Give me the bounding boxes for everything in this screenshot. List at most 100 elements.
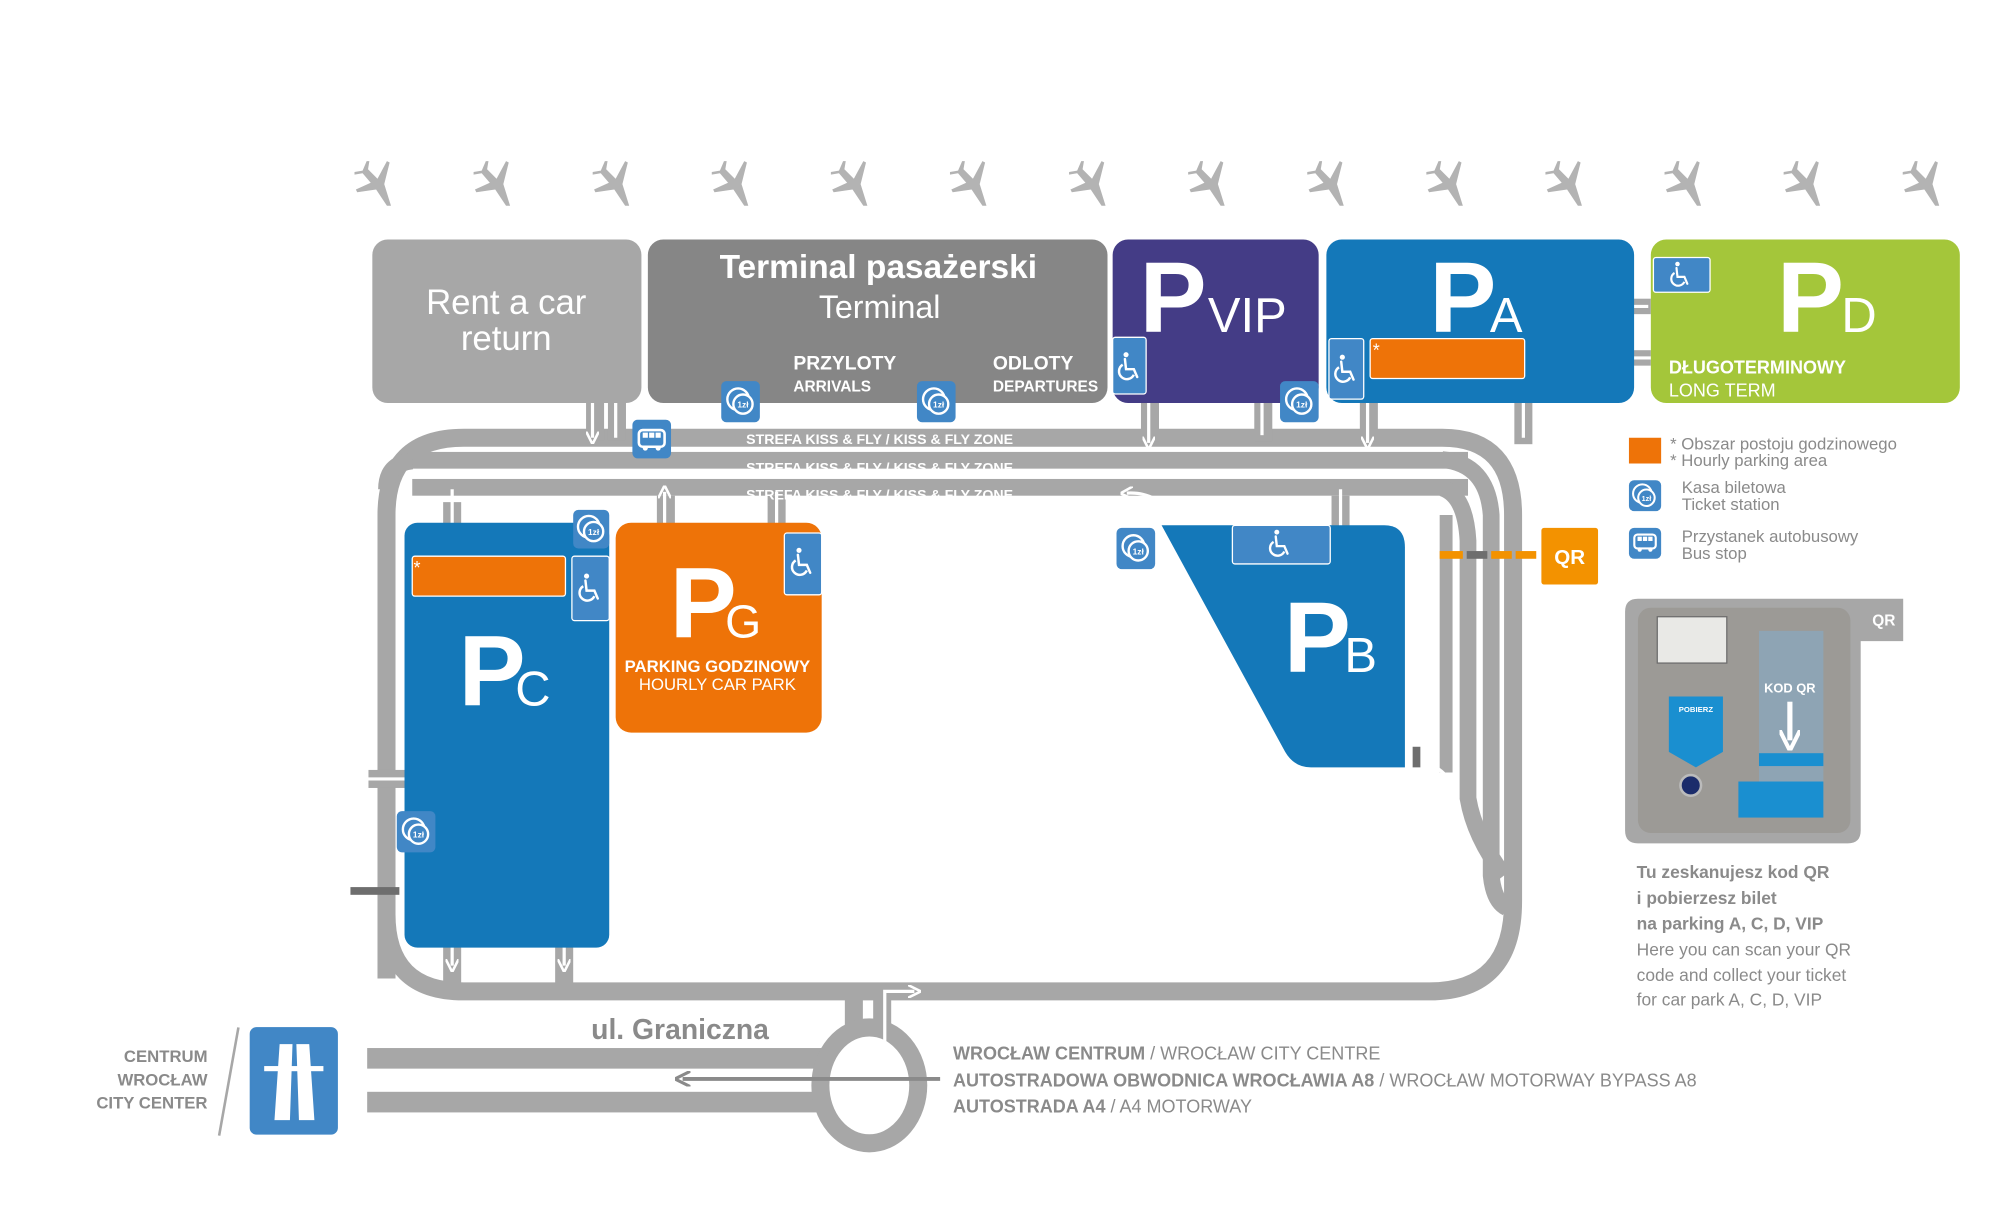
- airplane-icon: [1069, 161, 1106, 206]
- airplane-icon: [1902, 161, 1940, 206]
- legend-hourly-pl: * Obszar postoju godzinowego: [1670, 434, 1897, 453]
- wheelchair-icon: [571, 555, 610, 622]
- airplane-icon: [830, 161, 868, 206]
- airplane-row: [354, 161, 1940, 206]
- direction-line: AUTOSTRADOWA OBWODNICA WROCŁAWIA A8 / WR…: [953, 1071, 1697, 1091]
- airplane-icon: [1783, 161, 1821, 206]
- parking-b-sub: B: [1344, 629, 1377, 683]
- parking-a[interactable]: P A *: [1326, 239, 1635, 403]
- parking-d-label-pl: DŁUGOTERMINOWY: [1669, 357, 1846, 377]
- hourly-area-marker: *: [1373, 341, 1380, 361]
- ticket-station-icon: [1628, 480, 1662, 512]
- legend-hourly-swatch: [1628, 437, 1662, 464]
- kiss-fly-label-3: STREFA KISS & FLY / KISS & FLY ZONE: [746, 488, 1013, 504]
- qr-desc-line: for car park A, C, D, VIP: [1637, 990, 1822, 1010]
- rent-a-car-line1: Rent a car: [426, 284, 586, 322]
- qr-desc-line: Tu zeskanujesz kod QR: [1637, 862, 1830, 882]
- ticket-stations: [396, 381, 1319, 853]
- street-name: ul. Graniczna: [591, 1014, 769, 1046]
- airplane-icon: [1545, 161, 1582, 206]
- kod-qr-label: KOD QR: [1764, 681, 1816, 696]
- kiss-fly-label-2: STREFA KISS & FLY / KISS & FLY ZONE: [746, 461, 1013, 477]
- kiss-fly-label-1: STREFA KISS & FLY / KISS & FLY ZONE: [746, 432, 1013, 448]
- departures-pl: ODLOTY: [993, 354, 1074, 375]
- arrivals-en: ARRIVALS: [793, 378, 871, 395]
- airplane-icon: [473, 161, 511, 206]
- qr-machine-panel: QR KOD QR POBIERZ: [1625, 598, 1904, 844]
- ticket-station-icon: [1280, 381, 1319, 423]
- rent-a-car-line2: return: [461, 320, 552, 358]
- pobierz-label: POBIERZ: [1679, 705, 1714, 714]
- arrivals-pl: PRZYLOTY: [793, 354, 896, 375]
- bus-stop-icon: [1628, 527, 1662, 559]
- legend-ticket-pl: Kasa biletowa: [1682, 478, 1787, 497]
- qr-desc-line: na parking A, C, D, VIP: [1637, 914, 1824, 934]
- qr-desc-line: code and collect your ticket: [1637, 965, 1847, 985]
- hourly-area-marker: *: [414, 558, 421, 578]
- parking-vip-letter: P: [1140, 242, 1207, 354]
- parking-a-letter: P: [1429, 242, 1496, 354]
- ticket-station-icon: [721, 381, 760, 423]
- city-center-line: CENTRUM: [124, 1047, 208, 1066]
- qr-panel-badge: QR: [1872, 613, 1895, 630]
- ticket-station-icon: [1116, 527, 1156, 570]
- parking-b[interactable]: P B: [1161, 525, 1405, 768]
- parking-g-letter: P: [670, 547, 737, 659]
- airplane-icon: [1426, 161, 1463, 206]
- parking-d[interactable]: P D DŁUGOTERMINOWY LONG TERM: [1650, 239, 1960, 403]
- city-center-label: CENTRUM WROCŁAW CITY CENTER: [96, 1027, 240, 1136]
- airplane-icon: [1188, 161, 1225, 206]
- parking-c-letter: P: [459, 616, 526, 728]
- parking-c-sub: C: [515, 663, 550, 717]
- rent-a-car-return[interactable]: Rent a car return: [372, 239, 642, 403]
- legend-ticket-en: Ticket station: [1682, 495, 1780, 514]
- qr-desc-line: i pobierzesz bilet: [1637, 888, 1777, 908]
- parking-g[interactable]: P G PARKING GODZINOWY HOURLY CAR PARK: [615, 522, 822, 733]
- airplane-icon: [711, 161, 749, 206]
- airplane-icon: [592, 161, 630, 206]
- legend-hourly-en: * Hourly parking area: [1670, 451, 1828, 470]
- airplane-icon: [1664, 161, 1702, 206]
- directions: WROCŁAW CENTRUM / WROCŁAW CITY CENTRE AU…: [953, 1044, 1697, 1117]
- qr-description: Tu zeskanujesz kod QR i pobierzesz bilet…: [1637, 862, 1851, 1009]
- parking-g-label-pl: PARKING GODZINOWY: [625, 657, 810, 676]
- city-center-line: CITY CENTER: [96, 1094, 207, 1113]
- parking-vip[interactable]: P VIP: [1112, 239, 1319, 403]
- terminal-subtitle: Terminal: [819, 289, 941, 325]
- parking-c[interactable]: * P C: [404, 522, 610, 948]
- legend: * Obszar postoju godzinowego * Hourly pa…: [1628, 434, 1897, 563]
- motorway-sign: [247, 1025, 340, 1137]
- airplane-icon: [354, 161, 391, 206]
- airplane-icon: [949, 161, 987, 206]
- wheelchair-icon: [1652, 256, 1711, 293]
- terminal[interactable]: Terminal pasażerski Terminal PRZYLOTY AR…: [647, 239, 1108, 403]
- city-center-line: WROCŁAW: [117, 1070, 207, 1089]
- wheelchair-icon: [1328, 337, 1365, 400]
- ticket-station-icon: [916, 381, 956, 423]
- qr-badge[interactable]: QR: [1541, 527, 1599, 585]
- road-network: [350, 298, 1651, 1153]
- parking-vip-sub: VIP: [1208, 289, 1287, 343]
- ticket-station-icon: [573, 509, 610, 549]
- wheelchair-icon: [783, 532, 823, 596]
- parking-d-label-en: LONG TERM: [1669, 381, 1776, 401]
- legend-bus-en: Bus stop: [1682, 544, 1747, 563]
- ticket-station-icon: [396, 811, 436, 853]
- bus-stop-icon: [632, 419, 672, 459]
- wheelchair-icon: [1231, 524, 1331, 565]
- parking-a-sub: A: [1490, 289, 1523, 343]
- parking-d-letter: P: [1777, 242, 1844, 354]
- terminal-title: Terminal pasażerski: [720, 249, 1038, 286]
- parking-g-sub: G: [725, 595, 761, 647]
- legend-bus-pl: Przystanek autobusowy: [1682, 527, 1859, 546]
- parking-b-letter: P: [1284, 582, 1351, 694]
- qr-badge-text: QR: [1554, 546, 1585, 569]
- direction-line: WROCŁAW CENTRUM / WROCŁAW CITY CENTRE: [953, 1044, 1380, 1064]
- disabled-parking-icons: [571, 256, 1711, 622]
- departures-en: DEPARTURES: [993, 378, 1098, 395]
- wheelchair-icon: [1112, 336, 1147, 395]
- qr-desc-line: Here you can scan your QR: [1637, 939, 1851, 959]
- direction-line: AUTOSTRADA A4 / A4 MOTORWAY: [953, 1096, 1252, 1116]
- parking-g-label-en: HOURLY CAR PARK: [639, 675, 796, 694]
